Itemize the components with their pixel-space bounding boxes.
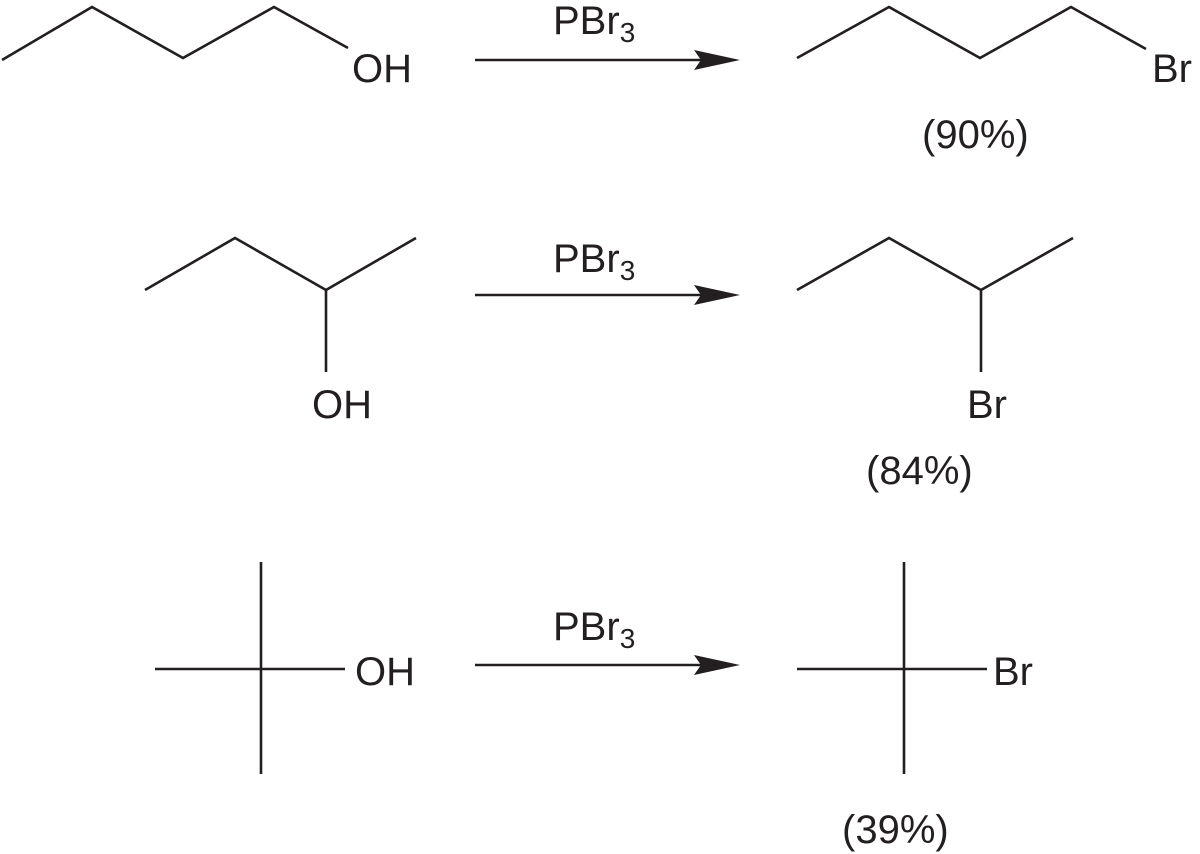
product-2-bromine-label: Br <box>967 383 1007 427</box>
yield-3: (39%) <box>842 808 949 852</box>
reagent-2-subscript: 3 <box>620 255 636 286</box>
reagent-1-subscript: 3 <box>620 17 636 48</box>
reaction-arrow-1-head <box>694 50 740 70</box>
reaction-1: OH PBr3 Br (90%) <box>1 0 1192 157</box>
reagent-3: PBr3 <box>553 605 635 654</box>
reagent-2-main: PBr <box>553 237 620 281</box>
reagent-3-main: PBr <box>553 605 620 649</box>
reactant-2-hydroxyl-label: OH <box>312 383 372 427</box>
product-1-bromine-label: Br <box>1152 47 1192 91</box>
reaction-2: OH PBr3 Br (84%) <box>144 236 1074 493</box>
reaction-arrow-2-head <box>694 285 740 305</box>
reagent-2: PBr3 <box>553 237 635 286</box>
reagent-1-main: PBr <box>553 0 620 43</box>
reagent-1: PBr3 <box>553 0 635 48</box>
reactant-1-skeleton <box>1 5 349 62</box>
yield-1: (90%) <box>922 113 1029 157</box>
reactant-1-hydroxyl-label: OH <box>352 47 412 91</box>
reaction-3: OH PBr3 Br (39%) <box>155 562 1033 852</box>
reactant-2-chain <box>144 236 417 292</box>
product-3-bromine-label: Br <box>993 650 1033 694</box>
reactant-3-hydroxyl-label: OH <box>355 650 415 694</box>
reaction-arrow-3-head <box>694 655 740 675</box>
reagent-3-subscript: 3 <box>620 623 636 654</box>
product-1-skeleton <box>796 5 1147 60</box>
product-2-chain <box>796 236 1074 292</box>
yield-2: (84%) <box>866 449 973 493</box>
